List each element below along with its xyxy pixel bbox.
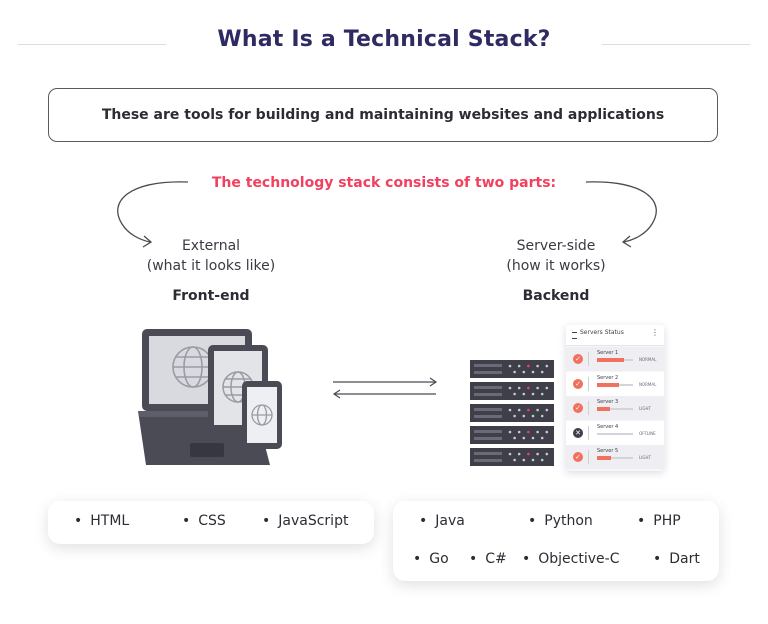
tech-csharp: C# bbox=[469, 551, 507, 567]
server-rack-icon bbox=[470, 360, 554, 466]
row-separator bbox=[588, 425, 589, 440]
server-name: Server 3 bbox=[597, 399, 619, 405]
server-load-track bbox=[597, 432, 633, 435]
x-circle-icon: ✕ bbox=[573, 427, 583, 438]
tech-php: PHP bbox=[637, 513, 680, 529]
panel-header: Servers Status ⋮ bbox=[566, 325, 664, 346]
server-row: ✓ Server 3 LIGHT bbox=[566, 396, 664, 420]
server-load-track bbox=[597, 382, 633, 387]
frontend-name: Front-end bbox=[172, 288, 250, 304]
server-row: ✓ Server 1 NORMAL bbox=[566, 347, 664, 371]
server-load-fill bbox=[597, 456, 612, 460]
server-name: Server 1 bbox=[597, 350, 619, 356]
server-load-track bbox=[597, 358, 633, 362]
row-separator bbox=[588, 401, 589, 415]
server-status-label: OFFLINE bbox=[639, 430, 656, 436]
list-icon bbox=[572, 332, 577, 339]
subtitle-text: These are tools for building and maintai… bbox=[101, 107, 665, 123]
server-load-fill bbox=[597, 358, 624, 362]
tech-go: Go bbox=[413, 551, 448, 567]
panel-title: Servers Status bbox=[580, 329, 624, 336]
server-status-label: NORMAL bbox=[639, 357, 657, 362]
server-status-panel: Servers Status ⋮ ✓ Server 1 NORMAL ✓ Server … bbox=[566, 325, 664, 471]
server-name: Server 5 bbox=[597, 448, 619, 454]
server-rack-unit bbox=[470, 360, 554, 378]
tech-objective-c: Objective-C bbox=[522, 551, 619, 567]
backend-name: Backend bbox=[522, 288, 590, 304]
server-status-label: LIGHT bbox=[639, 455, 651, 460]
check-circle-icon: ✓ bbox=[573, 403, 583, 413]
title-line-left bbox=[18, 44, 166, 45]
server-load-fill bbox=[597, 382, 619, 387]
frontend-desc: External (what it looks like) bbox=[111, 236, 311, 276]
tech-dart: Dart bbox=[653, 551, 700, 567]
double-arrow-icon bbox=[332, 377, 438, 399]
server-load-track bbox=[597, 456, 633, 460]
page-title: What Is a Technical Stack? bbox=[217, 27, 551, 52]
server-rack-unit bbox=[470, 382, 554, 400]
server-row: ✕ Server 4 OFFLINE bbox=[566, 420, 664, 445]
parts-heading: The technology stack consists of two par… bbox=[211, 175, 557, 191]
server-name: Server 2 bbox=[597, 374, 619, 381]
curved-arrow-icon-right bbox=[585, 181, 657, 248]
server-row: ✓ Server 2 NORMAL bbox=[566, 371, 664, 396]
title-line-right bbox=[602, 44, 750, 45]
subtitle-box: These are tools for building and maintai… bbox=[48, 88, 718, 142]
tech-java: Java bbox=[419, 513, 465, 529]
tech-html: HTML bbox=[74, 513, 129, 529]
row-separator bbox=[588, 376, 589, 391]
frontend-tech-box: HTML CSS JavaScript bbox=[48, 501, 374, 544]
backend-desc-line1: Server-side bbox=[516, 238, 596, 254]
server-rack-unit bbox=[470, 426, 554, 444]
check-circle-icon: ✓ bbox=[573, 354, 583, 364]
tech-python: Python bbox=[528, 513, 593, 529]
server-status-label: LIGHT bbox=[639, 406, 651, 411]
check-circle-icon: ✓ bbox=[573, 378, 583, 389]
server-row: ✓ Server 5 LIGHT bbox=[566, 445, 664, 469]
curved-arrow-icon-left bbox=[117, 181, 189, 248]
phone-icon bbox=[242, 381, 282, 449]
server-status-label: NORMAL bbox=[639, 381, 657, 387]
backend-desc: Server-side (how it works) bbox=[456, 236, 656, 276]
frontend-desc-line2: (what it looks like) bbox=[146, 258, 276, 274]
server-load-fill bbox=[597, 407, 610, 411]
tech-javascript: JavaScript bbox=[262, 513, 348, 529]
row-separator bbox=[588, 352, 589, 366]
server-name: Server 4 bbox=[597, 423, 619, 430]
row-separator bbox=[588, 450, 589, 464]
kebab-menu-icon[interactable]: ⋮ bbox=[651, 328, 659, 337]
server-load-track bbox=[597, 407, 633, 411]
server-rack-unit bbox=[470, 448, 554, 466]
server-rack-unit bbox=[470, 404, 554, 422]
backend-desc-line2: (how it works) bbox=[506, 258, 606, 274]
frontend-desc-line1: External bbox=[181, 238, 241, 254]
check-circle-icon: ✓ bbox=[573, 452, 583, 462]
backend-tech-box: Java Python PHP Go C# Objective-C Dart bbox=[393, 501, 719, 581]
devices-illustration bbox=[138, 329, 282, 465]
tech-css: CSS bbox=[182, 513, 226, 529]
